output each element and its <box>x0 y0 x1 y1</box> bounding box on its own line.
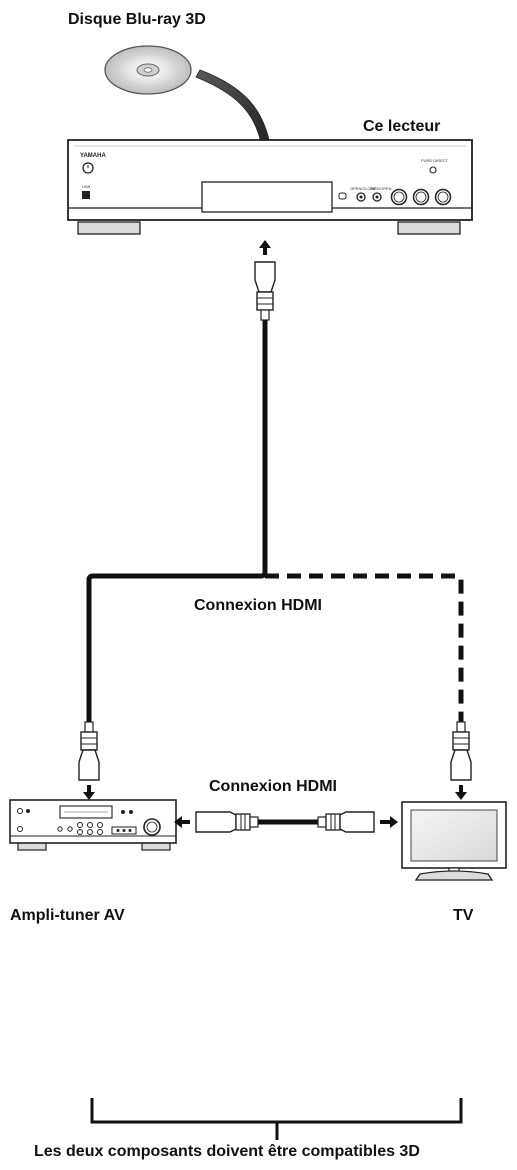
tv-icon <box>401 801 507 881</box>
hdmi-plug-receiver-icon <box>78 721 100 781</box>
player-label: Ce lecteur <box>363 118 441 135</box>
hdmi-plug-left-icon <box>195 811 259 833</box>
hdmi-plug-tv-icon <box>450 721 472 781</box>
arrow-right-tv-icon <box>380 816 398 828</box>
arrow-left-receiver-icon <box>174 816 190 828</box>
disc-tray <box>201 181 333 213</box>
bluray-player: YAMAHA USB PURE DIRECT OPEN/CLOSE PIPE/O… <box>67 139 473 235</box>
hdmi-plug-right-icon <box>317 811 375 833</box>
arrow-up-icon <box>259 240 271 255</box>
av-receiver <box>9 799 177 851</box>
open-close-label: OPEN/CLOSE <box>350 186 376 191</box>
receiver-label: Ampli-tuner AV <box>10 907 125 924</box>
pure-direct-label: PURE DIRECT <box>421 158 449 163</box>
brand-logo: YAMAHA <box>80 153 106 159</box>
usb-port-icon <box>82 191 90 199</box>
hdmi-connection-label-top: Connexion HDMI <box>194 597 322 614</box>
hdmi-connection-label-bottom: Connexion HDMI <box>209 778 337 795</box>
compatibility-bracket <box>90 1098 463 1140</box>
pipe-open-label: PIPE/OPEN <box>370 186 392 191</box>
disc-label: Disque Blu-ray 3D <box>68 11 206 28</box>
arrow-down-receiver-icon <box>83 785 95 800</box>
bluray-disc-icon <box>104 45 192 95</box>
tv-label: TV <box>453 907 474 924</box>
arrow-down-tv-icon <box>455 785 467 800</box>
hdmi-plug-player-icon <box>254 261 276 321</box>
hdmi-cable-tv <box>265 573 464 726</box>
usb-label: USB <box>82 184 91 189</box>
compatibility-note: Les deux composants doivent être compati… <box>34 1143 420 1160</box>
hdmi-cable-receiver <box>86 320 268 726</box>
